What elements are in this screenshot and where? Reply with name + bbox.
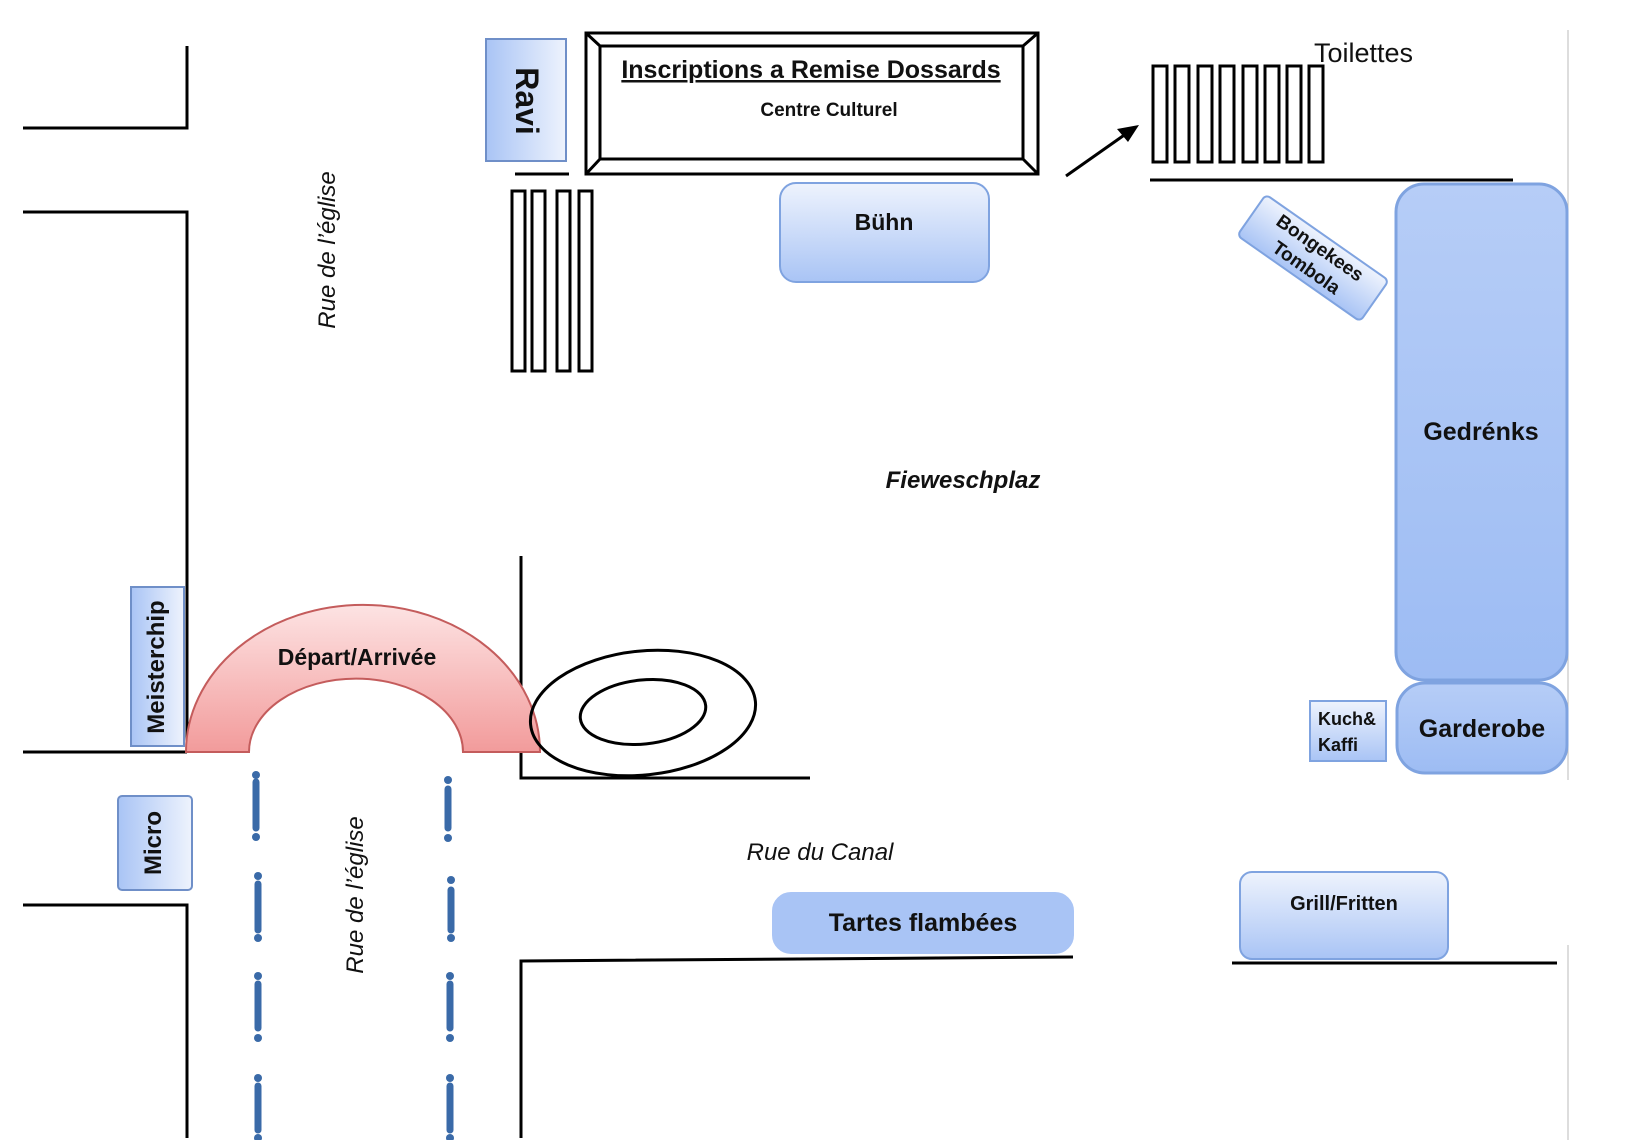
start-finish-label: Départ/Arrivée	[278, 644, 437, 670]
meisterchip-stand: Meisterchip	[130, 586, 185, 747]
start-finish-arch: Départ/Arrivée	[184, 603, 542, 753]
square-edge-corner	[519, 556, 810, 780]
toilets	[1151, 64, 1325, 164]
grill-stand: Grill/Fritten	[1239, 871, 1449, 960]
stage: Bühn	[779, 182, 990, 283]
bongekees-tombola-stand: Bongekees Tombola	[1238, 195, 1388, 321]
drinks-stand: Gedrénks	[1394, 182, 1569, 682]
registration-building: Inscriptions a Remise Dossards Centre Cu…	[584, 31, 1040, 176]
street-outlines	[23, 46, 1557, 1138]
course-route-right	[444, 785, 455, 1134]
roundabout	[528, 648, 758, 778]
street-name-canal: Rue du Canal	[747, 839, 894, 866]
street-name-eglise-bottom: Rue de l’église	[342, 816, 369, 973]
barrier-group-left	[510, 189, 594, 373]
meisterchip-label: Meisterchip	[143, 600, 170, 733]
street-edge-left-upper	[23, 210, 189, 752]
course-route-left-dots	[252, 771, 262, 1140]
arrow-to-toilets	[1065, 125, 1139, 178]
drinks-label: Gedrénks	[1423, 418, 1538, 446]
tartes-flambees-stand: Tartes flambées	[772, 892, 1074, 954]
tartes-flambees-label: Tartes flambées	[829, 909, 1018, 937]
registration-subtitle: Centre Culturel	[760, 100, 897, 121]
cake-coffee-stand: Kuch& Kaffi	[1309, 700, 1387, 762]
ravi-label: Ravi	[509, 67, 545, 135]
street-edge-bottom-center	[519, 955, 1074, 1138]
kaffi-label: Kaffi	[1318, 735, 1358, 755]
registration-title: Inscriptions a Remise Dossards	[621, 56, 1000, 84]
course-route-left	[252, 778, 262, 1134]
micro-stand: Micro	[117, 795, 193, 891]
ravi-stand: Ravi	[485, 38, 567, 162]
garderobe-label: Garderobe	[1419, 715, 1546, 743]
street-name-eglise-top: Rue de l’église	[314, 171, 341, 328]
street-edge-left-lower	[23, 903, 189, 1138]
street-edge-top-left	[23, 46, 189, 130]
square-label: Fieweschplaz	[886, 467, 1041, 494]
garderobe-stand: Garderobe	[1395, 681, 1569, 775]
toilettes-label: Toilettes	[1314, 38, 1413, 68]
kuch-label: Kuch&	[1318, 709, 1376, 729]
stage-label: Bühn	[855, 209, 914, 235]
course-route-right-dots	[444, 776, 455, 1140]
grill-label: Grill/Fritten	[1290, 893, 1398, 915]
micro-label: Micro	[140, 811, 167, 875]
